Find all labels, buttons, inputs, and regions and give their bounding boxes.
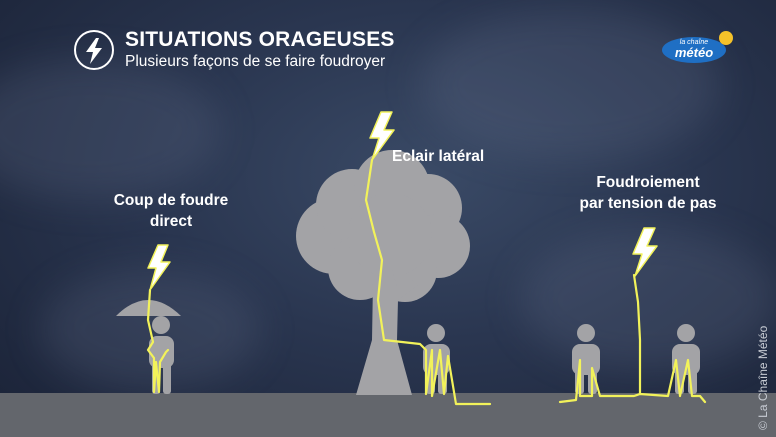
bolt-lateral-icon	[369, 111, 395, 161]
current-path-step	[558, 273, 707, 404]
bolt-direct-icon	[147, 244, 171, 291]
label-direct-strike: Coup de foudre direct	[98, 190, 244, 232]
label-step-line2: par tension de pas	[579, 195, 717, 212]
bolt-step-icon	[632, 227, 658, 277]
page-title: SITUATIONS ORAGEUSES	[125, 28, 395, 51]
tree	[296, 150, 470, 395]
current-path-lateral	[364, 158, 492, 406]
label-step-line1: Foudroiement	[596, 174, 700, 191]
copyright-notice: © La Chaîne Météo	[756, 325, 770, 430]
label-direct-line2: direct	[149, 213, 193, 230]
label-step-voltage: Foudroiement par tension de pas	[560, 172, 736, 214]
label-side-line1: Eclair latéral	[392, 148, 485, 165]
brand-small-text: la chaîne	[680, 39, 709, 46]
brand-name: météo	[675, 45, 713, 60]
ground	[0, 393, 776, 437]
page-subtitle: Plusieurs façons de se faire foudroyer	[125, 53, 386, 70]
current-path-direct	[146, 288, 170, 394]
brand-logo-shape: la chaîne météo	[662, 31, 733, 63]
brand-logo: la chaîne météo	[660, 30, 736, 66]
lightning-bolt-icon	[74, 30, 114, 70]
label-direct-line1: Coup de foudre	[113, 192, 229, 209]
label-side-flash: Eclair latéral	[392, 146, 522, 167]
